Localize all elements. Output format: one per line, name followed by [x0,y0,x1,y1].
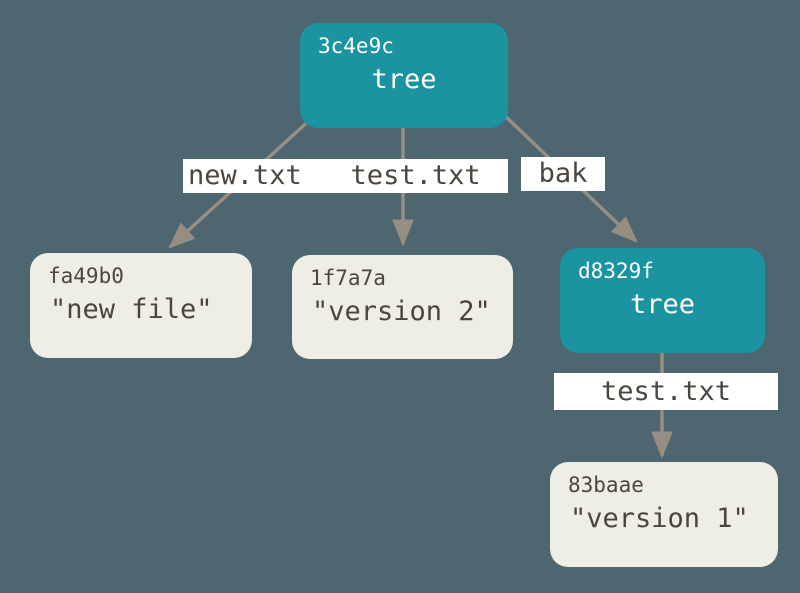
object-hash: 3c4e9c [318,34,394,58]
object-hash: 1f7a7a [310,266,386,290]
edge-label-bak: bak [521,157,605,191]
object-hash: d8329f [578,259,654,283]
object-hash: fa49b0 [48,264,124,288]
blob-content-label: "version 1" [570,503,749,534]
node-blob-1f7a7a: 1f7a7a "version 2" [292,255,513,359]
edge-label-files: new.txt test.txt [183,159,508,193]
object-hash: 83baae [568,473,644,497]
node-blob-fa49b0: fa49b0 "new file" [30,253,252,358]
node-tree-3c4e9c: 3c4e9c tree [300,23,508,128]
edge-label-testtxt: test.txt [554,373,778,410]
node-tree-d8329f: d8329f tree [560,248,765,353]
object-type-label: tree [629,289,696,320]
node-blob-83baae: 83baae "version 1" [550,462,778,567]
blob-content-label: "new file" [50,294,213,325]
object-type-label: tree [371,64,437,95]
blob-content-label: "version 2" [312,296,491,327]
